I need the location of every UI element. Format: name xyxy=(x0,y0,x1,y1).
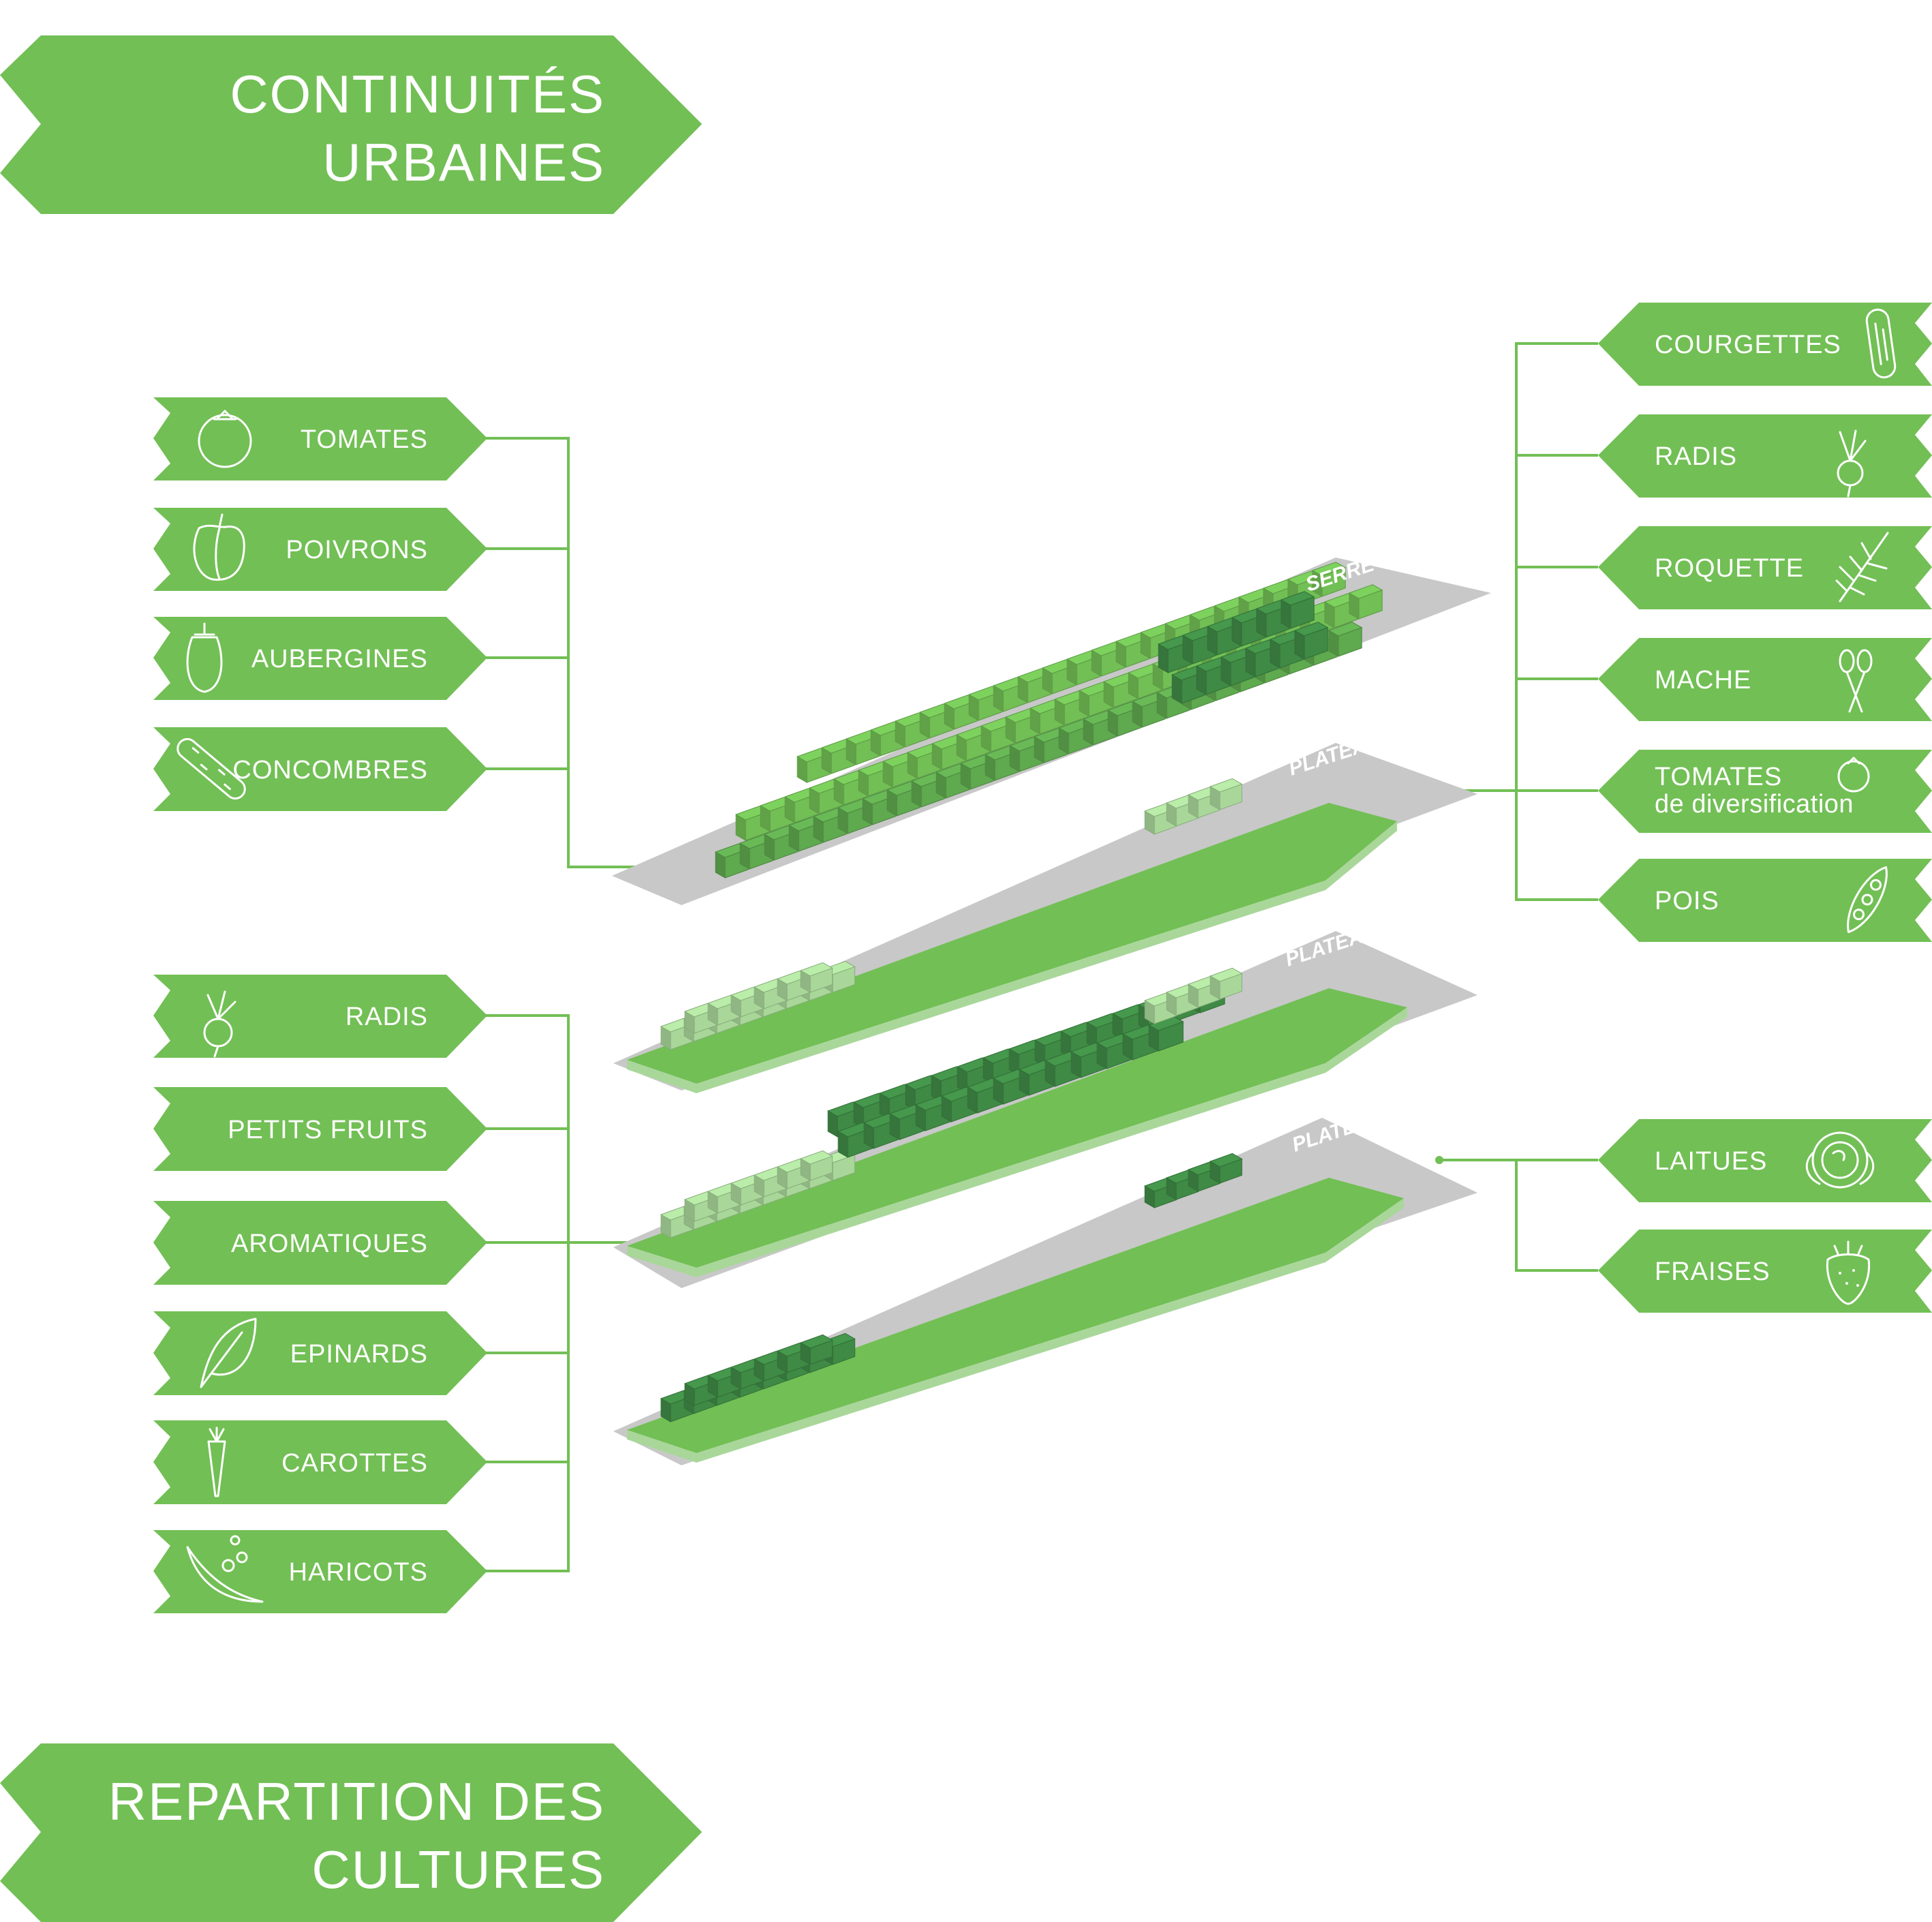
tag-epinards[interactable]: EPINARDS xyxy=(153,1311,487,1395)
tag-haricots[interactable]: HARICOTS xyxy=(153,1530,487,1613)
tag-petits-fruits-label: PETITS FRUITS xyxy=(228,1116,428,1144)
tag-mache[interactable]: MACHE xyxy=(1598,638,1932,721)
tag-roquette[interactable]: ROQUETTE xyxy=(1598,526,1932,609)
tag-pois[interactable]: POIS xyxy=(1598,859,1932,942)
tag-fraises[interactable]: FRAISES xyxy=(1598,1230,1932,1313)
pepper-icon xyxy=(193,513,245,581)
tag-laitues-label: LAITUES xyxy=(1655,1147,1767,1176)
plateau-2-crops-top xyxy=(1144,967,1243,1024)
tag-roquette-label: ROQUETTE xyxy=(1655,554,1804,583)
tag-aromatiques[interactable]: AROMATIQUES xyxy=(153,1201,487,1285)
tag-concombres-label: CONCOMBRES xyxy=(232,756,428,784)
strawberry-icon xyxy=(1826,1240,1871,1305)
title-banner-bottom: REPARTITION DES CULTURES xyxy=(0,1743,702,1922)
tag-radis-right-label: RADIS xyxy=(1655,442,1737,471)
cucumber-icon xyxy=(177,737,246,800)
radish-icon xyxy=(1837,429,1867,498)
lettuce-icon xyxy=(1805,1131,1875,1189)
tag-aromatiques-label: AROMATIQUES xyxy=(231,1230,428,1258)
radish-icon xyxy=(203,990,236,1058)
spinach-leaf-icon xyxy=(200,1317,257,1388)
tag-aubergines[interactable]: AUBERGINES xyxy=(153,617,487,700)
tag-courgettes-label: COURGETTES xyxy=(1655,331,1841,359)
tag-tomates-label: TOMATES xyxy=(301,425,428,454)
tag-haricots-label: HARICOTS xyxy=(289,1558,428,1587)
plateau-2-crops-light xyxy=(660,1148,856,1238)
lambs-lettuce-icon xyxy=(1839,649,1873,713)
bean-icon xyxy=(186,1535,264,1603)
tag-radis-right[interactable]: RADIS xyxy=(1598,414,1932,498)
serre-crops-dark xyxy=(1157,591,1329,704)
tag-petits-fruits[interactable]: PETITS FRUITS xyxy=(153,1087,487,1171)
tag-tomates[interactable]: TOMATES xyxy=(153,397,487,480)
tag-tomates-diversification-label: TOMATES xyxy=(1655,763,1782,791)
plateau-1-crops-dark xyxy=(660,1332,856,1422)
plateau-1-crops-top xyxy=(1144,1153,1243,1208)
tag-courgettes[interactable]: COURGETTES xyxy=(1598,303,1932,386)
plateau-2: PLATEAU 2 xyxy=(613,915,1477,1288)
tag-pois-label: POIS xyxy=(1655,887,1719,915)
tag-aubergines-label: AUBERGINES xyxy=(251,645,428,673)
tag-radis-left[interactable]: RADIS xyxy=(153,975,487,1058)
title-bottom-line2: CULTURES xyxy=(311,1840,605,1900)
tag-epinards-label: EPINARDS xyxy=(290,1340,428,1369)
arugula-icon xyxy=(1835,532,1889,602)
title-top-line2: URBAINES xyxy=(322,132,605,192)
title-bottom-line1: REPARTITION DES xyxy=(108,1771,605,1831)
plateau-3-crops-top xyxy=(1144,778,1243,835)
tomato-icon xyxy=(1837,757,1870,793)
tag-carottes-label: CAROTTES xyxy=(281,1449,428,1478)
tag-carottes[interactable]: CAROTTES xyxy=(153,1420,487,1504)
tag-tomates-diversification[interactable]: TOMATES de diversification xyxy=(1598,750,1932,833)
title-top-line1: CONTINUITÉS xyxy=(230,64,605,124)
tag-laitues[interactable]: LAITUES xyxy=(1598,1119,1932,1202)
tag-fraises-label: FRAISES xyxy=(1655,1257,1770,1286)
tag-mache-label: MACHE xyxy=(1655,666,1751,695)
zucchini-icon xyxy=(1865,308,1897,379)
pea-pod-icon xyxy=(1847,866,1888,934)
serre: SERRE xyxy=(612,553,1491,905)
tag-poivrons[interactable]: POIVRONS xyxy=(153,508,487,591)
carrot-icon xyxy=(207,1427,226,1497)
plateau-3-crops-light xyxy=(660,960,856,1050)
tag-radis-left-label: RADIS xyxy=(346,1003,428,1031)
tomato-icon xyxy=(198,410,252,468)
tag-tomates-diversification-sub: de diversification xyxy=(1655,790,1854,819)
plateau-1: PLATEAU 1 xyxy=(613,1100,1477,1465)
eggplant-icon xyxy=(186,622,223,693)
tag-concombres[interactable]: CONCOMBRES xyxy=(153,727,487,811)
connector-lines xyxy=(484,342,1598,1572)
plateau-3: PLATEAU 3 xyxy=(613,724,1477,1093)
tag-poivrons-label: POIVRONS xyxy=(286,536,428,564)
title-banner-top: CONTINUITÉS URBAINES xyxy=(0,35,702,214)
